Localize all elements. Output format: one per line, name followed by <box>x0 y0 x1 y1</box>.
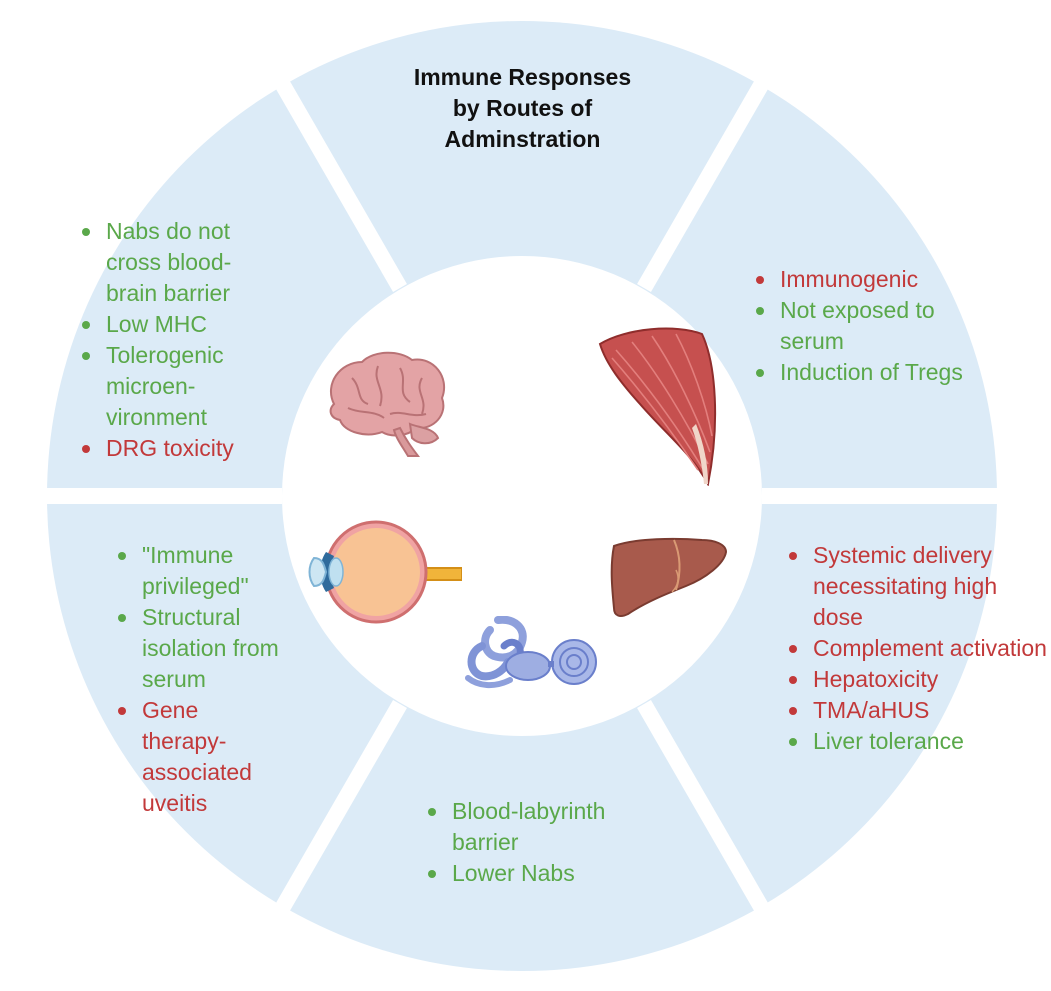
ear-item: Blood-labyrinth barrier <box>424 796 624 858</box>
brain-item: Low MHC <box>78 309 278 340</box>
diagram-title: Immune Responses by Routes of Adminstrat… <box>413 64 632 152</box>
eye-item: Gene therapy-associated uveitis <box>114 695 282 819</box>
muscle-list: Immunogenic Not exposed to serum Inducti… <box>752 264 972 388</box>
muscle-item: Not exposed to serum <box>752 295 972 357</box>
eye-list: "Immune privileged" Structural isolation… <box>114 540 282 819</box>
liver-icon <box>610 537 728 617</box>
brain-icon <box>329 351 445 457</box>
muscle-item: Immunogenic <box>752 264 972 295</box>
segment-separators <box>30 76 1020 916</box>
brain-item: Tolerogenic microen-vironment <box>78 340 278 433</box>
liver-item: TMA/aHUS <box>785 695 1047 726</box>
eye-item: Structural isolation from serum <box>114 602 282 695</box>
liver-item: Systemic delivery necessitating high dos… <box>785 540 1047 633</box>
liver-item: Hepatoxicity <box>785 664 1047 695</box>
liver-item: Liver tolerance <box>785 726 1047 757</box>
brain-list: Nabs do not cross blood-brain barrier Lo… <box>78 216 278 464</box>
ear-list: Blood-labyrinth barrier Lower Nabs <box>424 796 624 889</box>
ear-item: Lower Nabs <box>424 858 624 889</box>
brain-item: Nabs do not cross blood-brain barrier <box>78 216 278 309</box>
brain-item: DRG toxicity <box>78 433 278 464</box>
muscle-item: Induction of Tregs <box>752 357 972 388</box>
muscle-icon <box>598 327 717 486</box>
eye-icon <box>308 520 462 624</box>
liver-list: Systemic delivery necessitating high dos… <box>785 540 1047 757</box>
inner-ear-icon <box>465 616 597 688</box>
liver-item: Complement activation <box>785 633 1047 664</box>
eye-item: "Immune privileged" <box>114 540 282 602</box>
